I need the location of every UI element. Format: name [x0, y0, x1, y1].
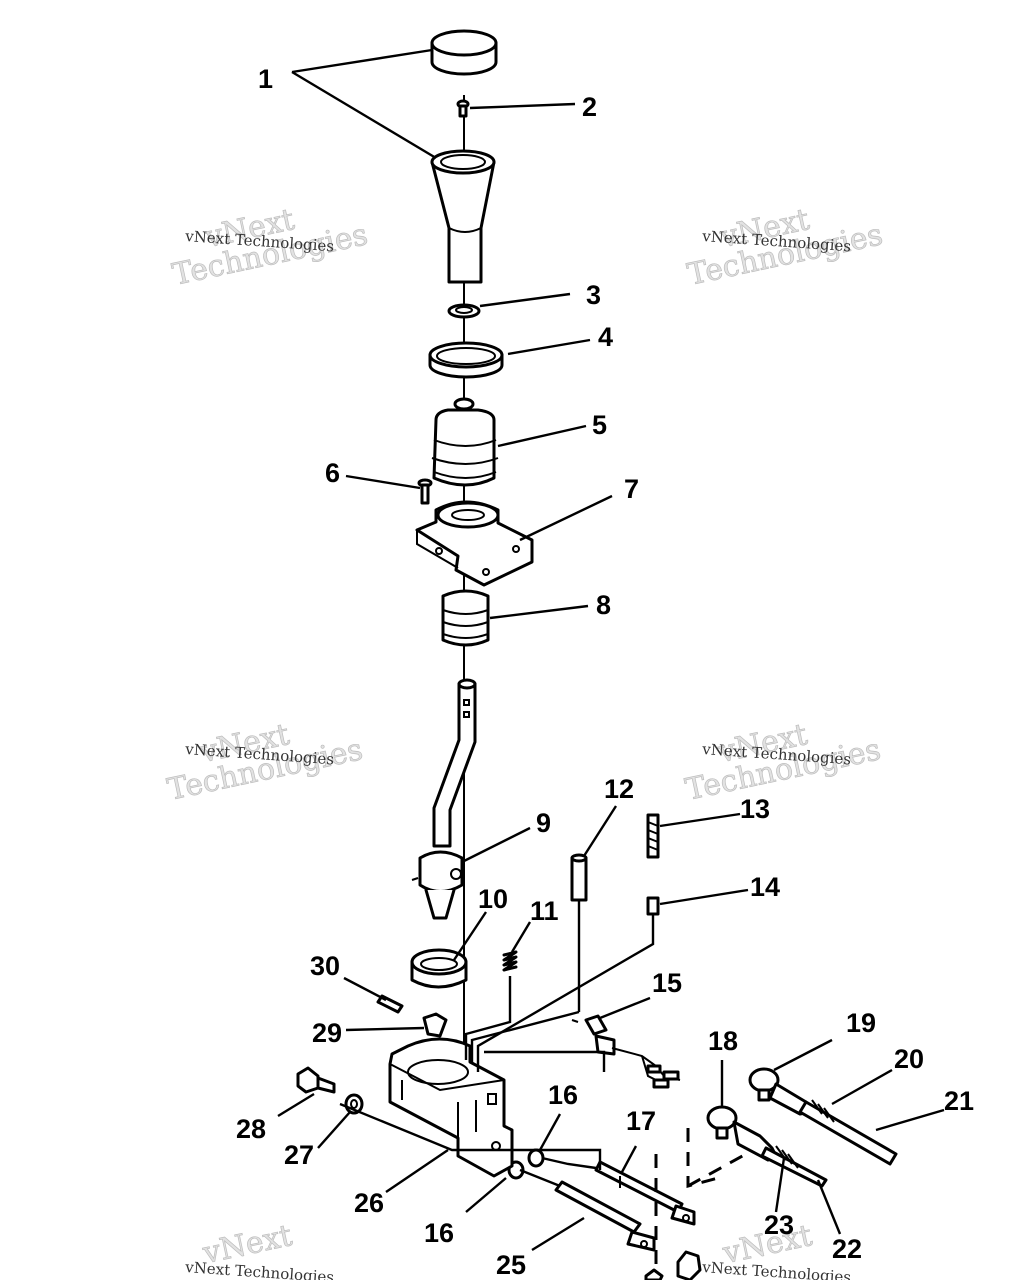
callout-29: 29	[312, 1018, 342, 1048]
bolt-28	[296, 1066, 336, 1094]
callout-20: 20	[894, 1044, 924, 1074]
spring-11	[502, 950, 518, 972]
washer-16a	[527, 1148, 545, 1168]
callout-25: 25	[496, 1250, 526, 1280]
callout-15: 15	[652, 968, 682, 998]
callout-19: 19	[846, 1008, 876, 1038]
callout-8: 8	[596, 590, 611, 620]
shift-boot	[431, 397, 499, 487]
callout-2: 2	[582, 92, 597, 122]
bushing-8	[441, 589, 490, 647]
callout-13: 13	[740, 794, 770, 824]
leader-lines	[277, 48, 945, 1252]
knob-cap	[430, 29, 498, 76]
callout-26: 26	[354, 1188, 384, 1218]
callout-27: 27	[284, 1140, 314, 1170]
callout-11: 11	[530, 896, 559, 926]
ball-joint-19	[748, 1067, 812, 1116]
switch-15	[571, 1014, 681, 1089]
callout-7: 7	[624, 474, 639, 504]
callout-1: 1	[258, 64, 273, 94]
cable-21	[798, 1099, 898, 1166]
bolt-6	[417, 478, 433, 505]
threaded-rod-13	[646, 813, 660, 859]
callout-21: 21	[944, 1086, 974, 1116]
detent-pawl-29	[422, 1012, 448, 1038]
shift-lever	[411, 678, 477, 920]
screw	[456, 99, 470, 118]
nut-bottom-b	[644, 1268, 664, 1280]
callout-labels: 1 2 3 4 5 6 7 8 9 10 11 12 13 14 15 16 1…	[236, 64, 974, 1280]
shifter-housing	[388, 1037, 514, 1178]
callout-5: 5	[592, 410, 607, 440]
callout-28: 28	[236, 1114, 266, 1144]
callout-30: 30	[310, 951, 340, 981]
callout-17: 17	[626, 1106, 656, 1136]
callout-12: 12	[604, 774, 634, 804]
callout-6: 6	[325, 458, 340, 488]
retaining-ring	[428, 341, 504, 379]
callout-9: 9	[536, 808, 551, 838]
callout-4: 4	[598, 322, 613, 352]
callout-10: 10	[478, 884, 508, 914]
shifter-plate	[415, 500, 534, 587]
cup-10	[410, 948, 468, 989]
shift-knob	[430, 149, 496, 284]
callout-16a: 16	[548, 1080, 578, 1110]
watermark-caption: vNext Technologies	[184, 1258, 335, 1280]
rod-22	[760, 1145, 828, 1188]
callout-18: 18	[708, 1026, 738, 1056]
callout-3: 3	[586, 280, 601, 310]
wire-routing	[339, 932, 655, 1188]
watermark-caption: vNext Technologies	[701, 1258, 852, 1280]
callout-16b: 16	[424, 1218, 454, 1248]
callout-14: 14	[750, 872, 780, 902]
tube-25	[554, 1180, 656, 1252]
callout-22: 22	[832, 1234, 862, 1264]
tube-17	[594, 1160, 696, 1226]
callout-23: 23	[764, 1210, 794, 1240]
pin-12	[570, 853, 588, 1012]
small-ring	[447, 303, 481, 319]
pin-14	[646, 896, 660, 932]
nut-bottom-a	[676, 1250, 702, 1280]
dashed-bracket	[654, 1128, 747, 1264]
